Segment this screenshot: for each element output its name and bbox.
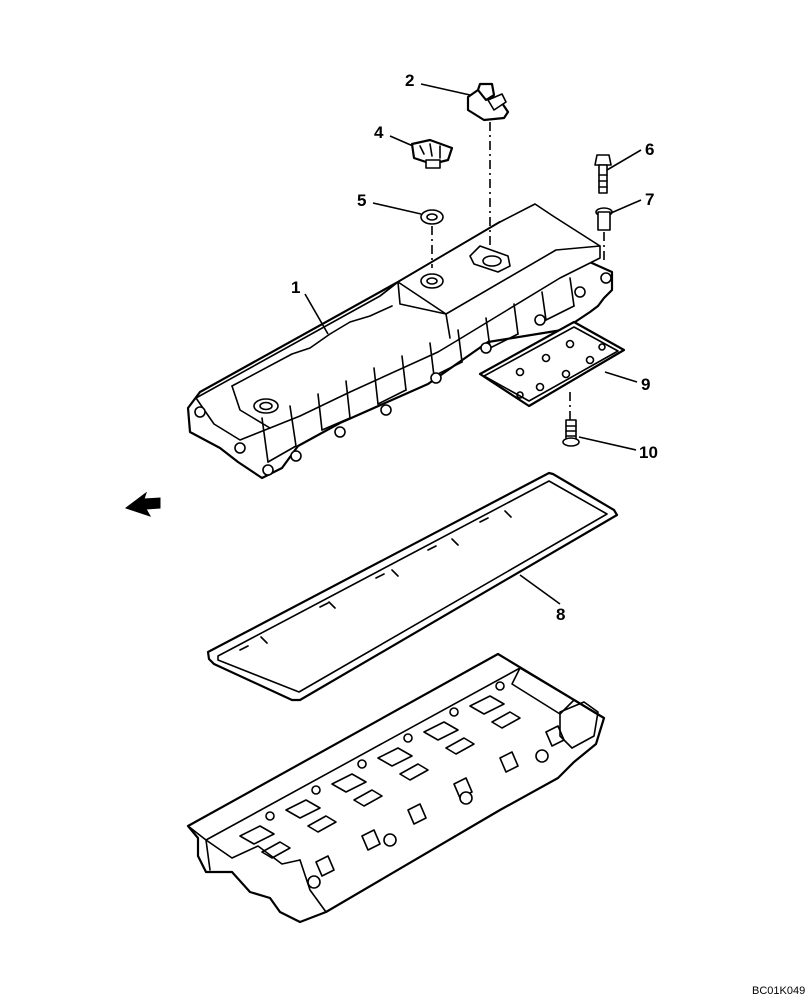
leader-lines <box>304 83 642 605</box>
bolt <box>594 154 612 194</box>
callout-7: 7 <box>645 190 654 209</box>
breather-cap <box>466 82 510 250</box>
cover-plate <box>478 320 626 408</box>
drawing-reference-code: BC01K049 <box>752 985 805 997</box>
cylinder-head <box>186 652 606 924</box>
plate-screw <box>562 392 580 447</box>
spacer-sleeve <box>595 207 613 262</box>
callout-2: 2 <box>405 71 414 90</box>
callout-5: 5 <box>357 191 366 210</box>
callout-1: 1 <box>291 278 300 297</box>
seal-ring <box>420 209 444 268</box>
callout-9: 9 <box>641 375 650 394</box>
oil-filler-cap <box>410 138 454 169</box>
callout-8: 8 <box>556 605 565 624</box>
callout-6: 6 <box>645 140 654 159</box>
front-direction-arrow-icon <box>124 491 161 517</box>
callout-4: 4 <box>374 123 384 142</box>
rocker-cover <box>186 203 614 480</box>
callout-labels: 1 2 4 5 6 7 8 9 10 <box>291 71 658 624</box>
callout-10: 10 <box>639 443 658 462</box>
valve-cover-gasket <box>206 471 619 702</box>
